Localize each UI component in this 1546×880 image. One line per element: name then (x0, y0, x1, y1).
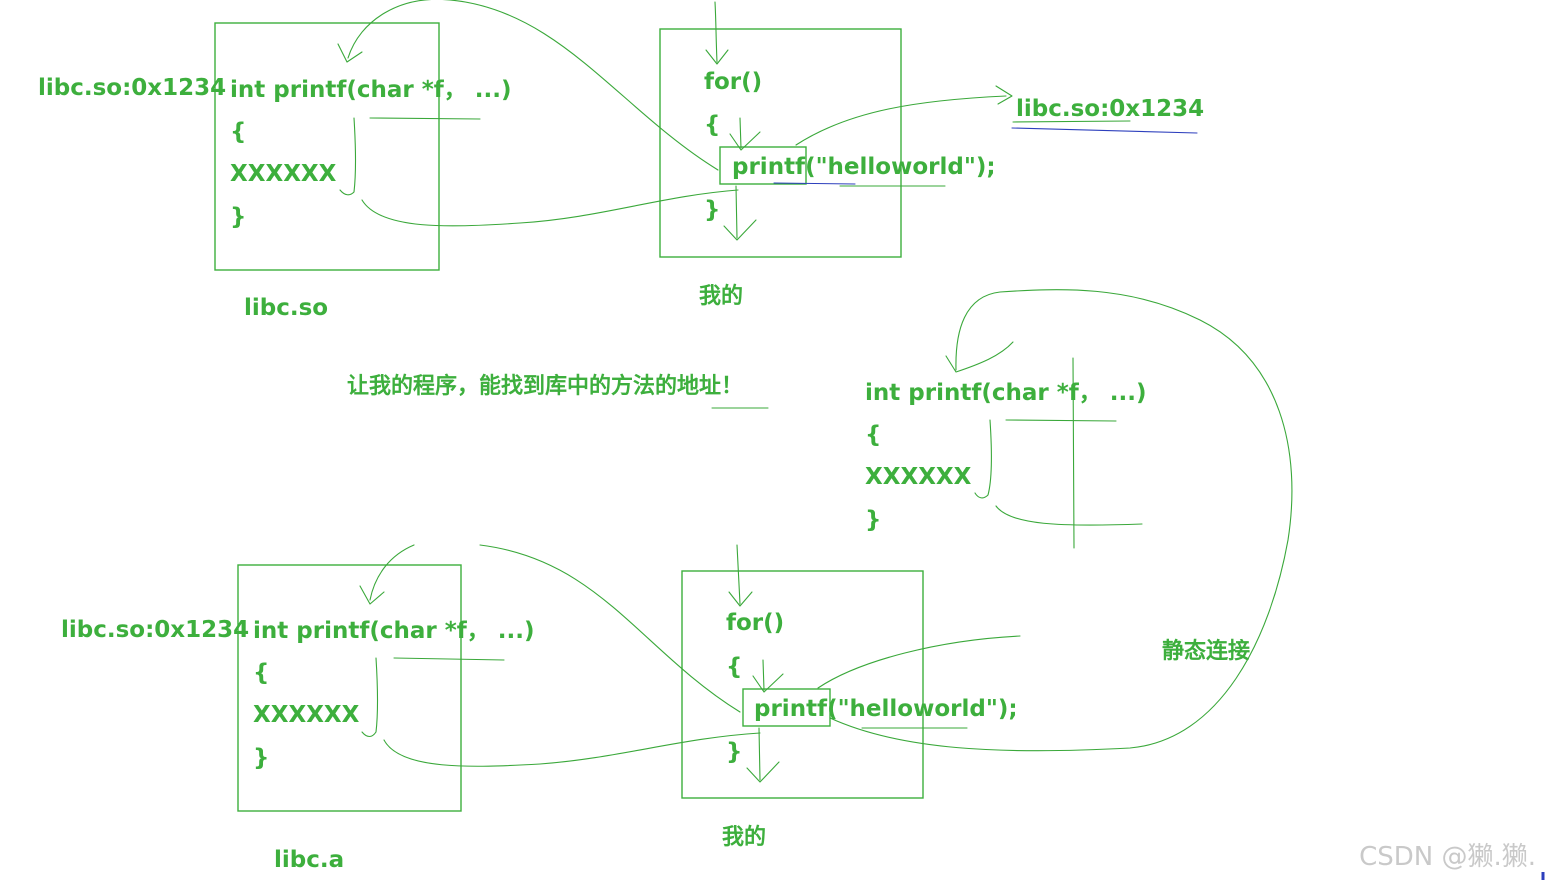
top-libc-address-label: libc.so:0x1234 (38, 75, 227, 101)
bottom-libc-code-line-1: int printf(char *f， ...) (253, 618, 535, 644)
top-printf-call-box (719, 146, 807, 185)
bottom-exit-arrow (758, 727, 761, 781)
bottom-resolve-stroke (817, 635, 1021, 689)
static-link-loop (829, 289, 1293, 752)
copied-code-line-4: } (865, 507, 882, 533)
bottom-my-code-line-3: printf("helloworld"); (754, 696, 1018, 722)
top-my-code-line-2: { (704, 112, 721, 138)
bottom-entry-arrowhead (728, 591, 753, 607)
note-text: 让我的程序，能找到库中的方法的地址！ (347, 374, 744, 399)
top-return-curve (361, 189, 739, 227)
copied-func-underline (1005, 419, 1117, 422)
top-my-program-box (659, 28, 902, 258)
top-resolve-arrowhead (995, 85, 1013, 105)
bottom-brace-arrowhead (752, 673, 784, 693)
bottom-libc-code-line-2: { (253, 660, 270, 686)
top-resolve-arrow (795, 95, 1007, 146)
top-my-code-line-4: } (704, 197, 721, 223)
bottom-entry-arrow (736, 544, 741, 605)
bottom-call-arrowhead (359, 585, 385, 605)
bottom-libc-a-box (237, 564, 462, 812)
top-libc-code-line-4: } (230, 204, 247, 230)
bottom-my-code-line-1: for() (726, 610, 785, 636)
top-resolved-address: libc.so:0x1234 (1016, 96, 1205, 122)
bottom-libc-caption: libc.a (274, 847, 345, 873)
top-call-arrowhead (337, 43, 363, 63)
top-my-code-line-3: printf("helloworld"); (732, 154, 996, 180)
copied-body-bracket (974, 419, 992, 499)
top-entry-arrowhead (705, 49, 729, 65)
top-libc-code-line-2: { (230, 119, 247, 145)
top-body-bracket (339, 117, 357, 196)
bottom-my-caption: 我的 (722, 825, 767, 850)
top-libc-caption: libc.so (244, 295, 329, 321)
static-link-arrowhead (945, 341, 1014, 373)
top-addr-blue-underline (1011, 127, 1198, 134)
bottom-return-curve (383, 732, 761, 767)
top-addr-green-underline (1012, 120, 1131, 123)
top-libc-code-line-1: int printf(char *f， ...) (230, 77, 512, 103)
bottom-call-curve-end (369, 544, 415, 601)
copied-code-line-1: int printf(char *f， ...) (865, 380, 1147, 406)
watermark: CSDN @獭.獭. (1359, 842, 1536, 872)
top-brace-arrowhead (729, 131, 761, 151)
bottom-func-underline (393, 657, 505, 661)
bottom-my-code-line-2: { (726, 654, 743, 680)
copied-code-line-2: { (865, 422, 882, 448)
bottom-printf-call-box (742, 688, 831, 727)
top-libc-so-box (214, 22, 440, 271)
bottom-brace-arrow (762, 659, 765, 691)
top-exit-arrowhead (723, 219, 757, 241)
static-link-label: 静态连接 (1162, 639, 1251, 664)
bottom-libc-code-line-3: XXXXXX (253, 702, 360, 728)
top-entry-arrow (714, 1, 718, 63)
bottom-libc-address-label: libc.so:0x1234 (61, 617, 250, 643)
top-exit-arrow (735, 185, 738, 239)
bottom-libc-code-line-4: } (253, 745, 270, 771)
top-my-caption: 我的 (699, 284, 744, 309)
bottom-my-program-box (681, 570, 924, 799)
top-brace-arrow (739, 117, 742, 149)
top-func-underline (369, 117, 481, 120)
bottom-exit-arrowhead (746, 761, 780, 783)
copied-func-divider (1072, 357, 1075, 549)
copied-code-line-3: XXXXXX (865, 464, 972, 490)
bottom-call-curve (479, 544, 741, 713)
top-printf-blue-underline (773, 182, 856, 185)
copied-return-stroke (995, 505, 1143, 526)
top-my-code-line-1: for() (704, 69, 763, 95)
top-call-to-libc-curve (347, 0, 719, 171)
bottom-body-bracket (361, 657, 379, 738)
top-libc-code-line-3: XXXXXX (230, 161, 337, 187)
bottom-my-code-line-4: } (726, 739, 743, 765)
